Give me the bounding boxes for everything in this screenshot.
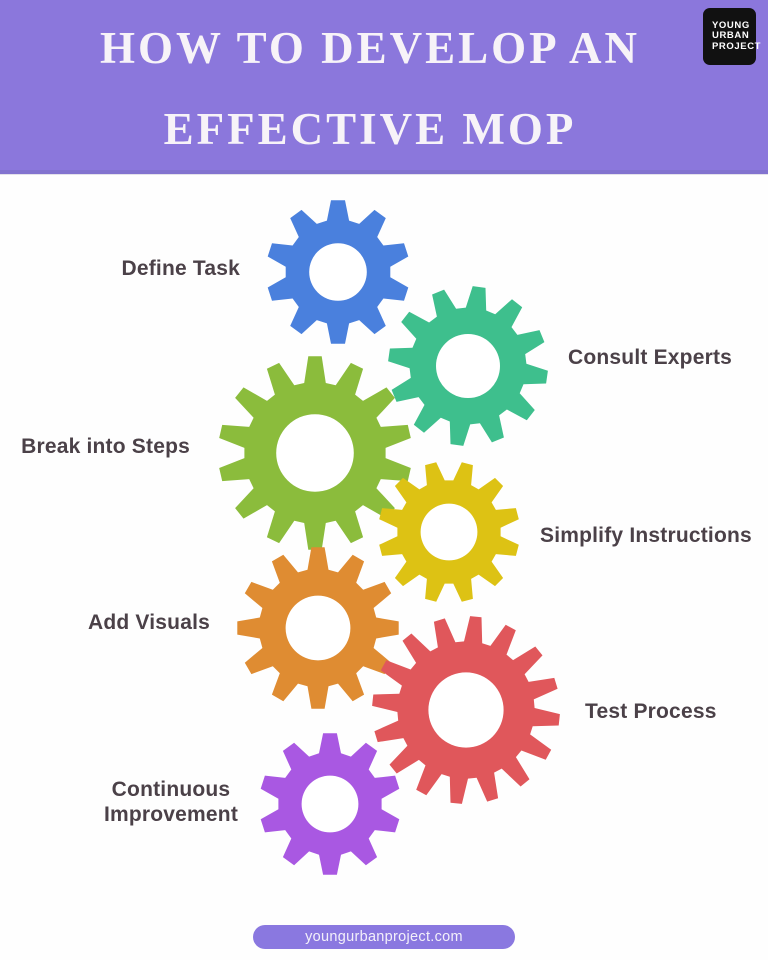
gear-icon-break-into-steps [219,356,411,550]
gear-icon-define-task [267,200,409,344]
page-title-line2: EFFECTIVE MOP [163,104,577,154]
gear-icon-continuous-improvement [260,733,400,875]
page-title-line1: HOW TO DEVELOP AN [100,23,640,73]
gear-icon-consult-experts [388,286,548,446]
brand-logo: YOUNG URBAN PROJECT [703,8,762,65]
step-label-define-task: Define Task [121,257,240,280]
step-label-simplify-instructions: Simplify Instructions [540,524,752,547]
logo-line-young: YOUNG [712,19,750,31]
gear-flow-diagram [0,174,768,904]
header-banner: HOW TO DEVELOP AN EFFECTIVE MOP YOUNG UR… [0,0,768,175]
step-label-test-process: Test Process [585,700,717,723]
website-url: youngurbanproject.com [305,929,463,945]
step-label-break-into-steps: Break into Steps [21,435,190,458]
gear-icon-add-visuals [237,547,399,709]
website-pill[interactable]: youngurbanproject.com [253,925,515,949]
logo-line-urban: URBAN [712,30,750,42]
gear-icon-test-process [372,616,560,804]
step-label-consult-experts: Consult Experts [568,346,733,369]
logo-line-project: PROJECT [712,40,762,52]
step-label-add-visuals: Add Visuals [87,611,210,634]
gear-icon-simplify-instructions [379,462,519,602]
step-label-continuous-improvement: Continuous Improvement [103,778,239,826]
